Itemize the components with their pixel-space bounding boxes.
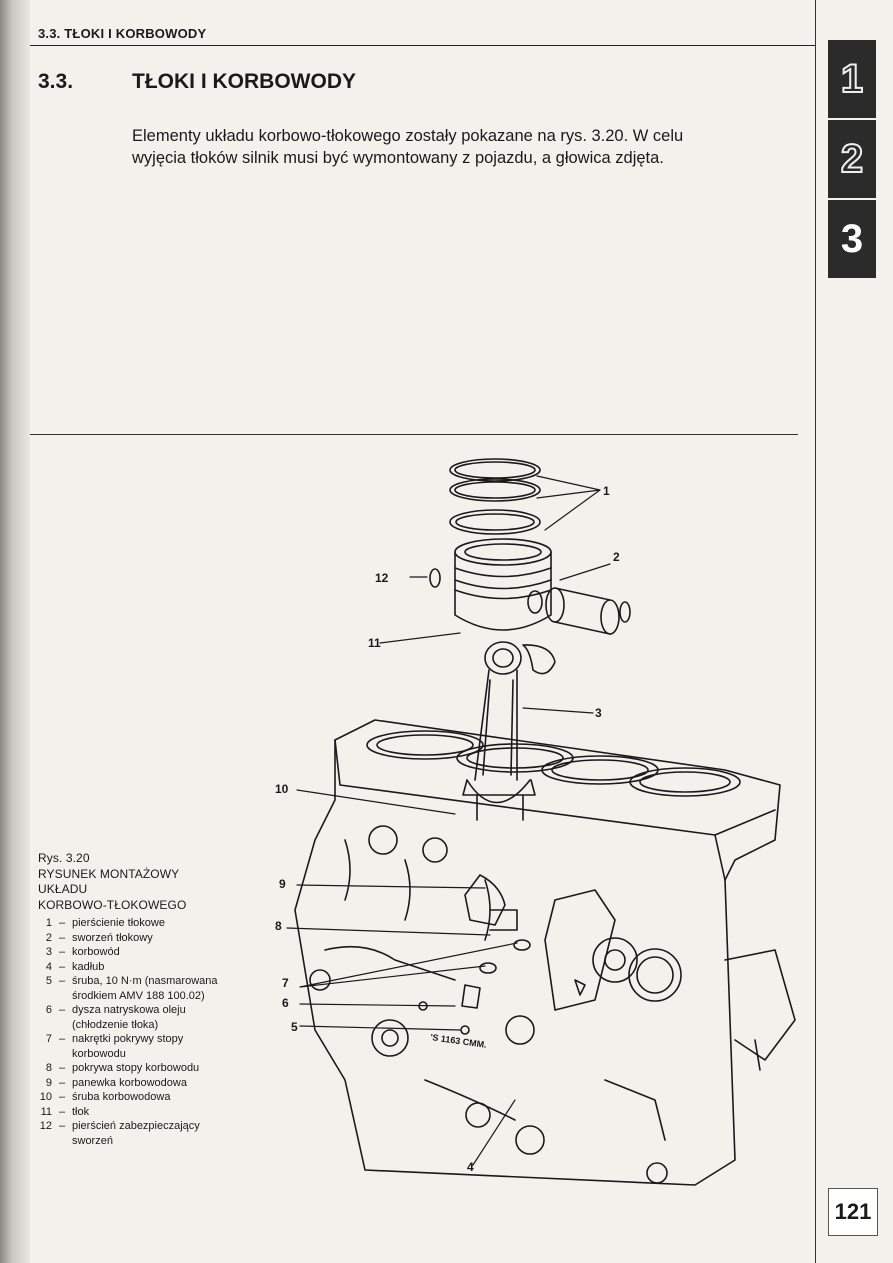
bleed-through-text bbox=[505, 65, 511, 91]
legend-text: pokrywa stopy korbowodu bbox=[72, 1062, 200, 1074]
legend-number: 10 bbox=[39, 1091, 52, 1103]
legend-dash: – bbox=[58, 1062, 66, 1074]
piston-pin-drawing bbox=[545, 587, 631, 635]
legend-number: 2 bbox=[45, 931, 52, 944]
chapter-tab-2[interactable]: 2 bbox=[828, 120, 876, 198]
legend-number: 5 bbox=[45, 975, 52, 987]
section-number: 3.3. bbox=[38, 70, 74, 93]
legend-number: 3 bbox=[45, 946, 52, 958]
legend-item: 1–pierścienie tłokowe bbox=[38, 916, 223, 931]
legend-text: panewka korbowodowa bbox=[72, 1076, 187, 1089]
caption-line: RYSUNEK MONTAŻOWY bbox=[38, 866, 180, 881]
legend-dash: – bbox=[58, 975, 66, 987]
caption-line: Rys. 3.20 bbox=[38, 851, 90, 865]
legend-item: 12–pierścień zabezpieczający sworzeń bbox=[38, 1119, 223, 1148]
legend-number: 1 bbox=[45, 917, 52, 929]
legend-dash: – bbox=[58, 1033, 66, 1045]
legend-text: tłok bbox=[72, 1105, 90, 1118]
legend-item: 2–sworzeń tłokowy bbox=[38, 931, 223, 946]
bearing-cap-drawing bbox=[418, 874, 531, 1035]
legend-item: 7–nakrętki pokrywy stopy korbowodu bbox=[38, 1032, 223, 1061]
legend-number: 12 bbox=[39, 1120, 52, 1132]
legend-item: 11–tłok bbox=[38, 1105, 223, 1120]
legend-number: 8 bbox=[45, 1062, 52, 1074]
callout-10: 10 bbox=[275, 782, 289, 796]
legend-dash: – bbox=[58, 1120, 66, 1132]
legend-number: 7 bbox=[45, 1033, 52, 1045]
engine-block-drawing bbox=[294, 719, 796, 1186]
legend-dash: – bbox=[58, 1105, 66, 1118]
legend-text: dysza natryskowa oleju (chłodzenie tłoka… bbox=[72, 1004, 186, 1031]
legend-item: 10–śruba korbowodowa bbox=[38, 1090, 223, 1105]
legend-item: 9–panewka korbowodowa bbox=[38, 1076, 223, 1091]
legend-item: 6–dysza natryskowa oleju (chłodzenie tło… bbox=[38, 1003, 223, 1032]
chapter-tab-3[interactable]: 3 bbox=[828, 200, 876, 278]
legend-number: 6 bbox=[45, 1004, 52, 1016]
page-number: 121 bbox=[828, 1188, 878, 1236]
callout-9: 9 bbox=[279, 877, 286, 891]
piston-rings-drawing bbox=[449, 458, 541, 535]
legend-item: 8–pokrywa stopy korbowodu bbox=[38, 1061, 223, 1076]
callout-11: 11 bbox=[368, 636, 381, 650]
margin-rule bbox=[815, 0, 816, 1263]
legend-dash: – bbox=[58, 1091, 66, 1103]
chapter-tabs: 1 2 3 bbox=[828, 40, 876, 280]
legend-text: śruba, 10 N·m (nasmarowana środkiem AMV … bbox=[72, 975, 218, 1002]
leader-lines bbox=[286, 475, 611, 1166]
caption-line: UKŁADU bbox=[38, 882, 88, 896]
callout-12: 12 bbox=[375, 571, 389, 585]
callout-4: 4 bbox=[467, 1160, 474, 1174]
legend-item: 4–kadłub bbox=[38, 960, 223, 975]
legend-dash: – bbox=[58, 931, 66, 944]
legend-dash: – bbox=[58, 960, 66, 973]
legend-dash: – bbox=[58, 1076, 66, 1089]
legend-item: 3–korbowód bbox=[38, 945, 223, 960]
figure-caption: Rys. 3.20 RYSUNEK MONTAŻOWY UKŁADU KORBO… bbox=[38, 851, 223, 1148]
legend-number: 4 bbox=[45, 960, 52, 973]
legend-number: 9 bbox=[45, 1076, 52, 1089]
legend-text: korbowód bbox=[72, 946, 120, 958]
legend-text: pierścienie tłokowe bbox=[72, 917, 165, 929]
callout-5: 5 bbox=[291, 1020, 298, 1034]
callout-6: 6 bbox=[282, 996, 289, 1010]
legend-text: sworzeń tłokowy bbox=[72, 931, 153, 944]
legend-dash: – bbox=[58, 946, 66, 958]
callout-7: 7 bbox=[282, 976, 289, 990]
callout-1: 1 bbox=[603, 484, 610, 498]
section-title: TŁOKI I KORBOWODY bbox=[132, 70, 356, 93]
block-marking: 'S 1163 CMM. bbox=[430, 1032, 488, 1050]
legend-number: 11 bbox=[40, 1105, 52, 1118]
legend-item: 5–śruba, 10 N·m (nasmarowana środkiem AM… bbox=[38, 974, 223, 1003]
header-rule bbox=[30, 45, 815, 46]
piston-drawing bbox=[454, 538, 552, 631]
legend-text: kadłub bbox=[72, 960, 105, 973]
caption-line: KORBOWO-TŁOKOWEGO bbox=[38, 897, 187, 912]
callout-8: 8 bbox=[275, 919, 282, 933]
legend-text: pierścień zabezpieczający sworzeń bbox=[72, 1120, 200, 1147]
engine-exploded-view: 'S 1163 CMM. bbox=[286, 458, 796, 1186]
callout-2: 2 bbox=[613, 550, 620, 564]
legend-dash: – bbox=[58, 1004, 66, 1016]
page-binding-shadow bbox=[0, 0, 30, 1263]
connecting-rod-drawing bbox=[462, 641, 536, 821]
chapter-tab-1[interactable]: 1 bbox=[828, 40, 876, 118]
legend-dash: – bbox=[58, 917, 66, 929]
assembly-drawing: 'S 1163 CMM. 1 2 3 4 5 6 7 8 9 10 11 12 bbox=[255, 440, 815, 1200]
legend-text: nakrętki pokrywy stopy korbowodu bbox=[72, 1033, 184, 1060]
figure-top-rule bbox=[30, 434, 798, 435]
intro-paragraph: Elementy układu korbowo-tłokowego został… bbox=[132, 127, 684, 167]
callout-3: 3 bbox=[595, 706, 602, 720]
running-head: 3.3. TŁOKI I KORBOWODY bbox=[38, 26, 207, 41]
legend-text: śruba korbowodowa bbox=[72, 1091, 171, 1103]
